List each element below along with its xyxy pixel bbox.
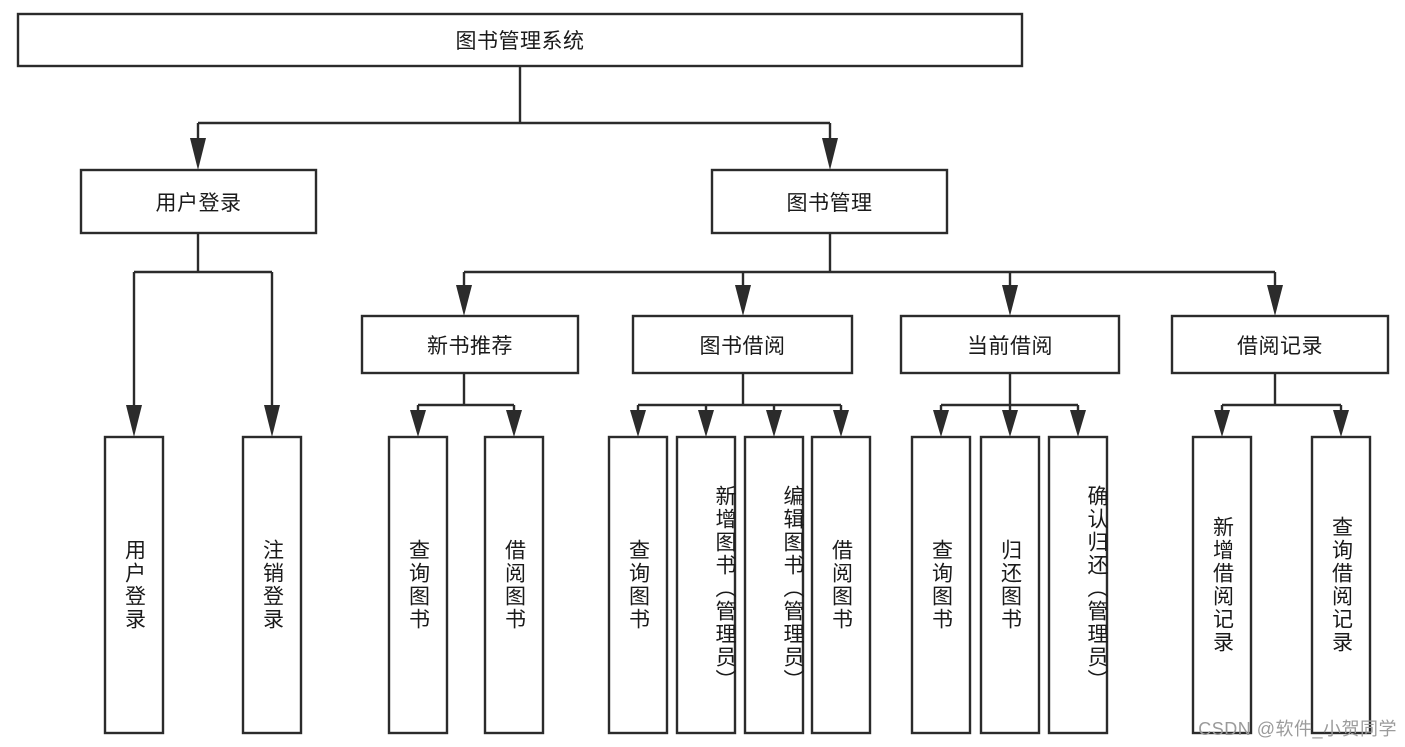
node-box-current-borrow[interactable]: [899, 314, 1121, 375]
arrow-head-new-book: [456, 285, 472, 316]
arrow-head-leaf-current-borrow-2: [1002, 410, 1018, 437]
node-box-leaf-borrow-record-1[interactable]: [1191, 435, 1253, 735]
arrow-head-leaf-borrow-record-2: [1333, 410, 1349, 437]
arrow-head-book-borrow: [735, 285, 751, 316]
connector-group-book-borrow: [630, 373, 849, 437]
node-box-borrow-record[interactable]: [1170, 314, 1390, 375]
node-box-leaf-new-book-1[interactable]: [387, 435, 449, 735]
connector-group-new-book: [410, 373, 522, 437]
node-box-book-mgmt[interactable]: [710, 168, 949, 235]
node-box-leaf-book-borrow-3[interactable]: [743, 435, 805, 735]
arrow-head-leaf-book-borrow-2: [698, 410, 714, 437]
node-box-leaf-current-borrow-2[interactable]: [979, 435, 1041, 735]
node-box-leaf-current-borrow-3[interactable]: [1047, 435, 1109, 735]
node-box-root[interactable]: [16, 12, 1024, 68]
node-box-leaf-user-login-2[interactable]: [241, 435, 303, 735]
arrow-head-leaf-book-borrow-3: [766, 410, 782, 437]
arrow-head-current-borrow: [1002, 285, 1018, 316]
node-box-leaf-book-borrow-2[interactable]: [675, 435, 737, 735]
arrow-head-leaf-new-book-2: [506, 410, 522, 437]
arrow-head-leaf-current-borrow-3: [1070, 410, 1086, 437]
arrow-head-leaf-user-login-1: [126, 405, 142, 437]
node-box-book-borrow[interactable]: [631, 314, 854, 375]
node-box-leaf-user-login-1[interactable]: [103, 435, 165, 735]
arrow-head-leaf-current-borrow-1: [933, 410, 949, 437]
node-box-leaf-current-borrow-1[interactable]: [910, 435, 972, 735]
node-box-leaf-book-borrow-1[interactable]: [607, 435, 669, 735]
node-box-leaf-new-book-2[interactable]: [483, 435, 545, 735]
arrow-head-leaf-borrow-record-1: [1214, 410, 1230, 437]
connector-group-book-mgmt: [456, 233, 1283, 316]
node-box-leaf-borrow-record-2[interactable]: [1310, 435, 1372, 735]
arrow-head-borrow-record: [1267, 285, 1283, 316]
arrow-head-book-mgmt: [822, 138, 838, 170]
arrow-head-leaf-user-login-2: [264, 405, 280, 437]
node-box-new-book[interactable]: [360, 314, 580, 375]
connector-group-root: [190, 66, 838, 170]
watermark: CSDN @软件_小贺同学: [1198, 719, 1397, 739]
arrow-head-leaf-book-borrow-4: [833, 410, 849, 437]
connector-group-current-borrow: [933, 373, 1086, 437]
connector-group-borrow-record: [1214, 373, 1349, 437]
connector-group-user-login: [126, 233, 280, 437]
arrow-head-leaf-new-book-1: [410, 410, 426, 437]
arrow-head-leaf-book-borrow-1: [630, 410, 646, 437]
arrow-head-user-login: [190, 138, 206, 170]
node-box-leaf-book-borrow-4[interactable]: [810, 435, 872, 735]
node-box-user-login[interactable]: [79, 168, 318, 235]
